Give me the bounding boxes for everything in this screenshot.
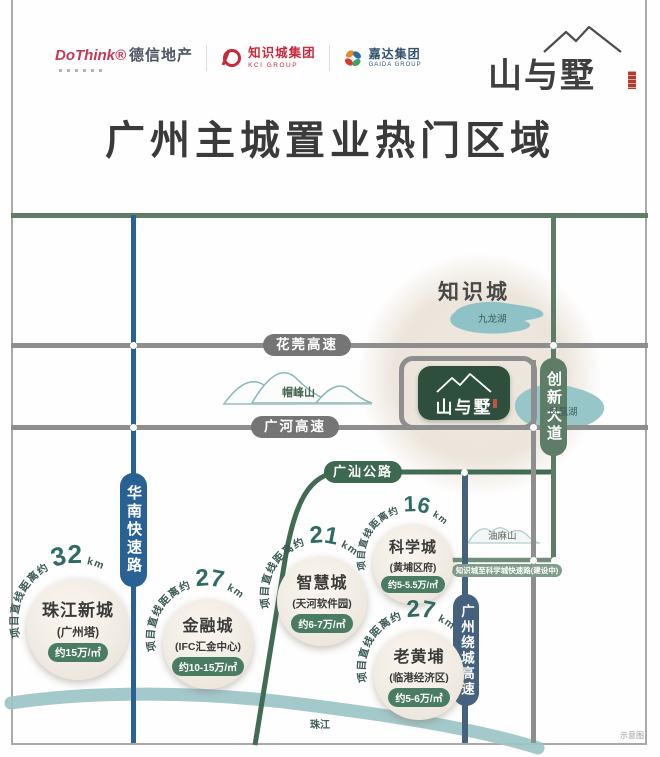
city-price: 约10-15万/㎡ [171, 657, 245, 676]
dothink-wordmark-en: DoThink® [55, 47, 127, 64]
distance-value: 16 [403, 491, 432, 519]
dothink-tagline [59, 69, 193, 72]
road-label-huawan: 花莞高速 [263, 334, 351, 356]
river-label: 珠江 [310, 720, 330, 731]
road-guangshan-curve [252, 469, 556, 746]
logo-divider [328, 45, 330, 71]
distance-value: 27 [195, 565, 227, 594]
city-name: 科学城 [388, 538, 437, 556]
marker-text: 山与墅 [435, 398, 493, 417]
project-logo-mountain-icon [543, 25, 622, 53]
distance-unit: km [225, 582, 246, 602]
city-landmark: (天河软件园) [292, 598, 352, 610]
kci-sub: KCI GROUP [248, 61, 299, 69]
project-marker: 山与墅 [418, 366, 510, 420]
dothink-wordmark-cn: 德信地产 [129, 47, 194, 64]
logo-dothink: DoThink® 德信地产 [55, 44, 193, 72]
developer-logo-row: DoThink® 德信地产 知识城集团 KCI GROUP [55, 44, 422, 72]
road-label-guanghe: 广河高速 [251, 416, 339, 438]
lake-jiulonghu [450, 301, 544, 334]
kci-mark-icon [221, 49, 242, 67]
junction-dot [530, 557, 537, 564]
junction-dot [550, 342, 557, 349]
gaida-sub: GAIDA GROUP [368, 61, 422, 68]
gaida-name: 嘉达集团 [368, 46, 421, 61]
project-logo-text: 山与墅 [488, 57, 596, 95]
junction-dot [461, 469, 468, 476]
logo-gaida: 嘉达集团 GAIDA GROUP [343, 46, 422, 69]
city-price: 约5-5.5万/㎡ [380, 575, 445, 593]
city-price: 约6-7万/㎡ [291, 614, 353, 633]
city-price: 约15万/㎡ [47, 643, 109, 662]
lake-label-fenghuanghu: 凤凰湖 [549, 407, 578, 418]
marker-seal [493, 399, 497, 408]
city-jinrongcheng: 项目直线距离约 27 km 金融城 (IFC汇金中心) 约10-15万/㎡ [141, 565, 275, 699]
project-logo: 山与墅 [488, 24, 638, 96]
city-laohuangpu: 项目直线距离约 27 km 老黄埔 (临港经济区) 约5-6万/㎡ [352, 596, 486, 730]
junction-dot [130, 424, 137, 431]
distance-value: 32 [47, 544, 82, 573]
project-logo-seal [628, 71, 636, 89]
city-landmark: (黄埔区府) [389, 562, 437, 574]
road-top-green [11, 213, 648, 218]
frame-border-right [645, 0, 647, 745]
gaida-mark-icon [344, 50, 361, 67]
city-name: 金融城 [182, 618, 234, 635]
junction-dot [530, 424, 537, 431]
distance-value: 21 [309, 522, 341, 551]
city-price: 约5-6万/㎡ [388, 688, 450, 707]
marker-mountain-icon [436, 373, 492, 393]
logo-divider [206, 45, 208, 71]
city-zhihuicheng: 项目直线距离约 21 km 智慧城 (天河软件园) 约6-7万/㎡ [255, 522, 389, 656]
mountain-maofengshan [222, 372, 373, 405]
city-zhujiangxincheng: 项目直线距离约 32 km 珠江新城 (广州塔) 约15万/㎡ [5, 544, 151, 690]
city-name: 珠江新城 [42, 601, 114, 620]
mountain-label-maofengshan: 帽峰山 [282, 387, 315, 399]
junction-dot [130, 342, 137, 349]
distance-unit: km [431, 509, 450, 527]
road-label-kexue-link: 知识城至科学城快速路(建设中) [452, 564, 562, 577]
logo-kci: 知识城集团 KCI GROUP [220, 46, 316, 69]
page-title: 广州主城置业热门区域 [105, 118, 555, 163]
city-landmark: (临港经济区) [389, 672, 449, 684]
kci-name: 知识城集团 [248, 46, 316, 61]
disclaimer-note: 示意图 [620, 731, 644, 740]
road-gray-east [531, 360, 536, 743]
city-landmark: (IFC汇金中心) [175, 641, 241, 653]
city-name: 智慧城 [296, 575, 348, 592]
distance-unit: km [86, 555, 106, 572]
junction-dot [551, 557, 558, 564]
city-kexuecheng: 项目直线距离约 16 km 科学城 (黄埔区府) 约5-5.5万/㎡ [351, 490, 475, 614]
region-label-zhishicheng: 知识城 [438, 281, 510, 304]
mountain-label-youmashan: 油麻山 [488, 531, 517, 542]
road-label-guangshan: 广汕公路 [324, 461, 402, 483]
distance-value: 27 [406, 596, 438, 625]
frame-border-bottom [11, 743, 647, 745]
road-label-chuangxin: 创新大道 [540, 358, 567, 456]
city-name: 老黄埔 [393, 649, 445, 666]
city-landmark: (广州塔) [56, 627, 100, 639]
frame-border-left [11, 0, 13, 745]
distance-unit: km [436, 613, 457, 633]
lake-label-jiulonghu: 九龙湖 [478, 314, 507, 325]
road-label-huanan: 华南快速路 [120, 473, 147, 587]
